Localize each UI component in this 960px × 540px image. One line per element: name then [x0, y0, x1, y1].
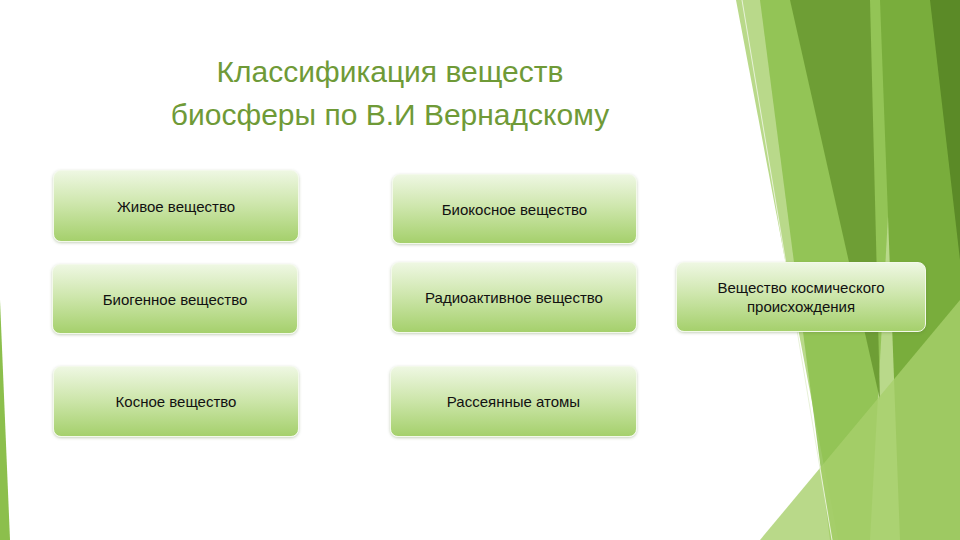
category-label: Рассеянные атомы	[437, 388, 590, 415]
category-box: Биокосное вещество	[392, 174, 637, 244]
category-box: Живое вещество	[53, 170, 299, 242]
category-label: Биокосное вещество	[432, 196, 597, 223]
category-box: Рассеянные атомы	[390, 366, 637, 437]
category-box: Радиоактивное вещество	[391, 262, 637, 333]
category-box: Вещество космического происхождения	[676, 262, 926, 332]
category-box: Биогенное вещество	[52, 264, 298, 334]
diagram-title: Классификация веществ биосферы по В.И Ве…	[150, 50, 630, 136]
category-label: Биогенное вещество	[93, 286, 258, 313]
deco-band	[0, 300, 10, 540]
deco-band	[790, 0, 880, 400]
category-label: Вещество космического происхождения	[677, 274, 925, 320]
category-label: Живое вещество	[107, 193, 245, 220]
category-box: Косное вещество	[53, 366, 299, 437]
deco-band	[760, 300, 960, 540]
category-label: Косное вещество	[106, 388, 247, 415]
deco-band	[930, 0, 960, 260]
category-label: Радиоактивное вещество	[415, 284, 613, 311]
